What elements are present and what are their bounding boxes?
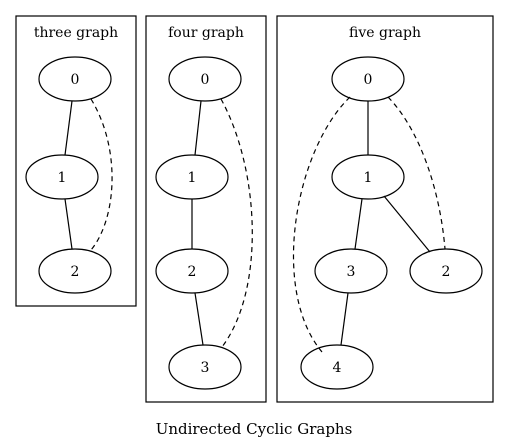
edge-three-0-1 — [64, 100, 73, 156]
cluster-three-box — [15, 15, 137, 307]
node-five-3-label: 3 — [347, 264, 356, 280]
edge-five-0-2-dashed — [387, 96, 446, 250]
edge-four-2-3 — [194, 292, 204, 346]
node-four-3-label: 3 — [201, 360, 210, 376]
node-three-0-label: 0 — [71, 72, 80, 88]
cluster-four-box — [145, 15, 267, 403]
node-four-1-label: 1 — [188, 170, 197, 186]
node-three-1-ellipse — [25, 154, 99, 200]
node-five-3: 3 — [314, 248, 388, 294]
node-four-0-ellipse — [168, 56, 242, 102]
node-four-0: 0 — [168, 56, 242, 102]
cluster-five-title: five graph — [349, 25, 421, 41]
node-four-2-label: 2 — [188, 264, 197, 280]
node-three-1: 1 — [25, 154, 99, 200]
cluster-three-title: three graph — [34, 25, 118, 41]
diagram-caption: Undirected Cyclic Graphs — [156, 420, 353, 438]
edge-three-0-2-dashed — [90, 98, 113, 251]
node-five-2-label: 2 — [442, 264, 451, 280]
node-five-4-ellipse — [300, 344, 374, 390]
cluster-three-graph: three graph 0 1 2 — [15, 15, 137, 307]
node-three-0-ellipse — [38, 56, 112, 102]
node-five-0-ellipse — [331, 56, 405, 102]
node-five-0-label: 0 — [364, 72, 373, 88]
cluster-five-box — [276, 15, 494, 403]
node-five-1: 1 — [331, 154, 405, 200]
node-five-1-label: 1 — [364, 170, 373, 186]
node-four-2: 2 — [155, 248, 229, 294]
node-five-1-ellipse — [331, 154, 405, 200]
edge-five-1-3 — [354, 198, 363, 250]
node-four-3: 3 — [168, 344, 242, 390]
node-four-1-ellipse — [155, 154, 229, 200]
node-four-1: 1 — [155, 154, 229, 200]
edge-five-0-4-dashed — [292, 96, 351, 353]
cluster-four-title: four graph — [168, 25, 244, 41]
cluster-five-graph: five graph 0 1 3 2 4 — [276, 15, 494, 403]
edge-three-1-2 — [64, 198, 73, 250]
node-three-1-label: 1 — [58, 170, 67, 186]
node-four-3-ellipse — [168, 344, 242, 390]
node-five-0: 0 — [331, 56, 405, 102]
edge-four-0-3-dashed — [220, 98, 253, 348]
node-four-2-ellipse — [155, 248, 229, 294]
node-five-3-ellipse — [314, 248, 388, 294]
node-five-2-ellipse — [409, 248, 483, 294]
node-five-2: 2 — [409, 248, 483, 294]
node-three-2-ellipse — [38, 248, 112, 294]
edge-five-1-2 — [383, 195, 431, 253]
cluster-four-graph: four graph 0 1 2 3 — [145, 15, 267, 403]
node-three-2-label: 2 — [71, 264, 80, 280]
edge-four-0-1 — [194, 100, 202, 156]
node-five-4: 4 — [300, 344, 374, 390]
node-three-2: 2 — [38, 248, 112, 294]
node-four-0-label: 0 — [201, 72, 210, 88]
node-five-4-label: 4 — [333, 360, 342, 376]
node-three-0: 0 — [38, 56, 112, 102]
edge-five-3-4 — [340, 292, 349, 346]
